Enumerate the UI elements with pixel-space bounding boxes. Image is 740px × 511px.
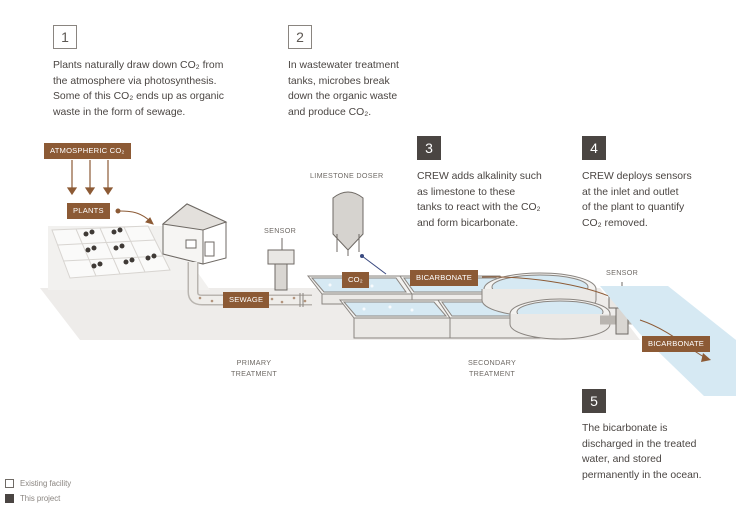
legend-existing-label: Existing facility <box>20 479 72 488</box>
step-4-number: 4 <box>582 136 606 160</box>
step-3-number: 3 <box>417 136 441 160</box>
inlet-sensor-label: SENSOR <box>264 226 297 235</box>
primary-tanks <box>306 275 541 339</box>
outlet-sensor-label: SENSOR <box>606 268 639 277</box>
sprout-icons <box>83 227 157 269</box>
legend-existing-facility: Existing facility <box>5 479 71 488</box>
legend-this-project: This project <box>5 494 60 503</box>
inlet-sensor-device <box>267 238 295 291</box>
plants-to-house-arrow <box>115 208 154 225</box>
plant-field <box>51 225 171 279</box>
plants-tag: PLANTS <box>67 203 110 219</box>
clarifier-tanks <box>481 272 611 340</box>
legend-project-swatch <box>5 494 14 503</box>
step-2-number: 2 <box>288 25 312 49</box>
bicarbonate-outlet-tag: BICARBONATE <box>642 336 711 352</box>
bicarbonate-tank-tag: BICARBONATE <box>410 270 479 286</box>
house <box>161 203 228 265</box>
sewage-tag: SEWAGE <box>223 292 270 308</box>
bicarbonate-link <box>481 276 619 301</box>
doser-line <box>361 255 387 275</box>
step-5-number: 5 <box>582 389 606 413</box>
legend-existing-swatch <box>5 479 14 488</box>
sewage-pipe <box>187 262 312 307</box>
legend-project-label: This project <box>20 494 61 503</box>
limestone-doser-label: LIMESTONE DOSER <box>310 171 384 180</box>
atmospheric-co2-tag: ATMOSPHERIC CO₂ <box>44 143 131 159</box>
limestone-silo <box>332 191 364 256</box>
step-1-number: 1 <box>53 25 77 49</box>
co2-tank-tag: CO₂ <box>342 272 369 288</box>
co2-down-arrows <box>66 160 114 196</box>
